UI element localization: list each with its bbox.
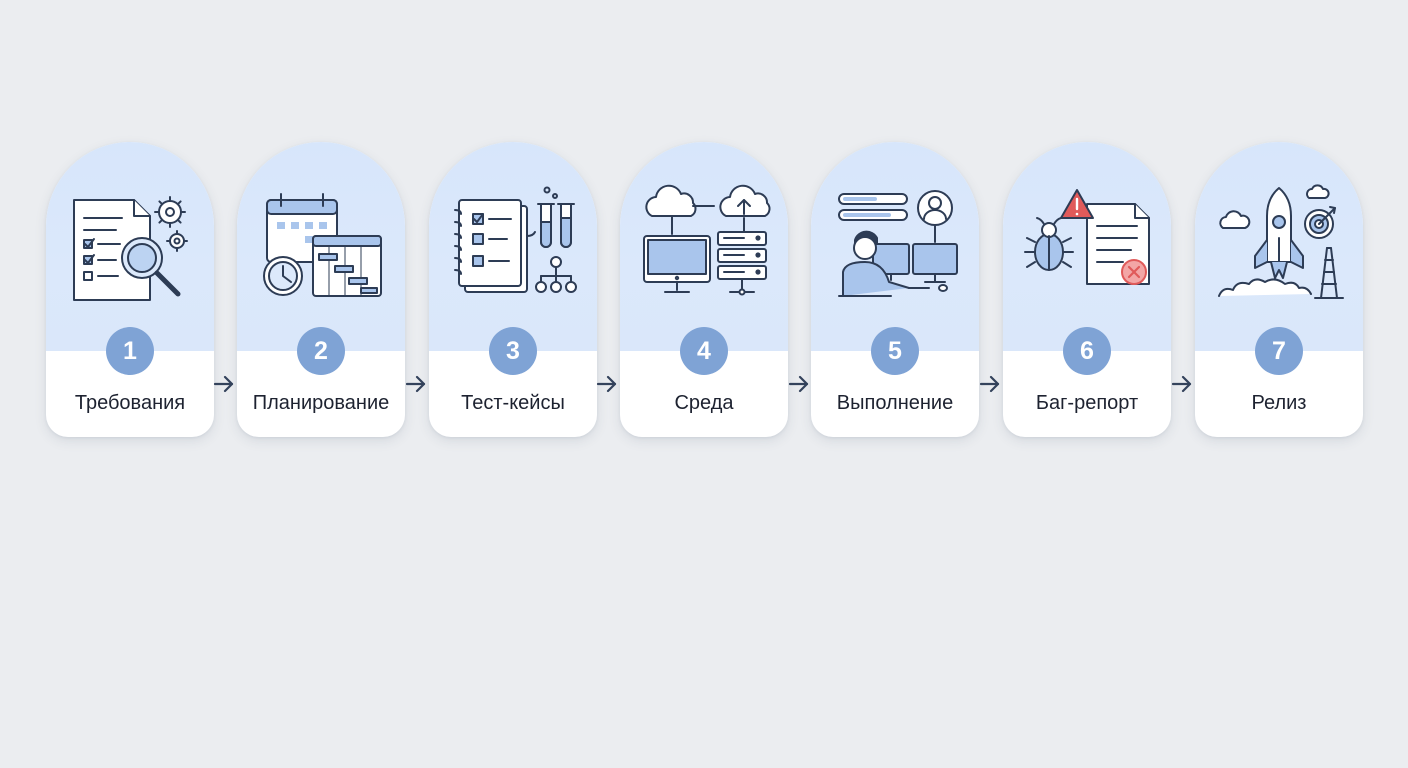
step-label: Планирование: [252, 392, 390, 414]
step-card-requirements: 1 Требования: [46, 142, 214, 437]
step-card-execution: 5 Выполнение: [811, 142, 979, 437]
step-number-badge: 6: [1063, 327, 1111, 375]
step-label: Тест-кейсы: [461, 392, 565, 414]
step-number-badge: 3: [489, 327, 537, 375]
arrow-right-icon: [787, 370, 811, 398]
step-label: Среда: [674, 392, 734, 414]
requirements-document-magnifier-icon: [60, 178, 200, 308]
cloud-monitor-server-icon: [634, 178, 774, 308]
step-number-badge: 2: [297, 327, 345, 375]
step-label: Баг-репорт: [1035, 392, 1139, 414]
step-label: Требования: [74, 392, 186, 414]
step-number-badge: 1: [106, 327, 154, 375]
step-card-release: 7 Релиз: [1195, 142, 1363, 437]
arrow-right-icon: [1170, 370, 1194, 398]
step-card-test-cases: 3 Тест-кейсы: [429, 142, 597, 437]
step-label: Выполнение: [836, 392, 954, 414]
step-card-bug-report: 6 Баг-репорт: [1003, 142, 1171, 437]
bug-warning-report-icon: [1017, 178, 1157, 308]
step-label: Релиз: [1251, 392, 1307, 414]
step-card-environment: 4 Среда: [620, 142, 788, 437]
step-number-badge: 5: [871, 327, 919, 375]
rocket-launch-target-icon: [1209, 178, 1349, 308]
calendar-clock-gantt-icon: [251, 178, 391, 308]
step-card-planning: 2 Планирование: [237, 142, 405, 437]
step-number-badge: 4: [680, 327, 728, 375]
arrow-right-icon: [212, 370, 236, 398]
arrow-right-icon: [595, 370, 619, 398]
step-number-badge: 7: [1255, 327, 1303, 375]
person-at-computers-icon: [825, 178, 965, 308]
arrow-right-icon: [978, 370, 1002, 398]
arrow-right-icon: [404, 370, 428, 398]
checklist-notebook-test-tubes-icon: [443, 178, 583, 308]
